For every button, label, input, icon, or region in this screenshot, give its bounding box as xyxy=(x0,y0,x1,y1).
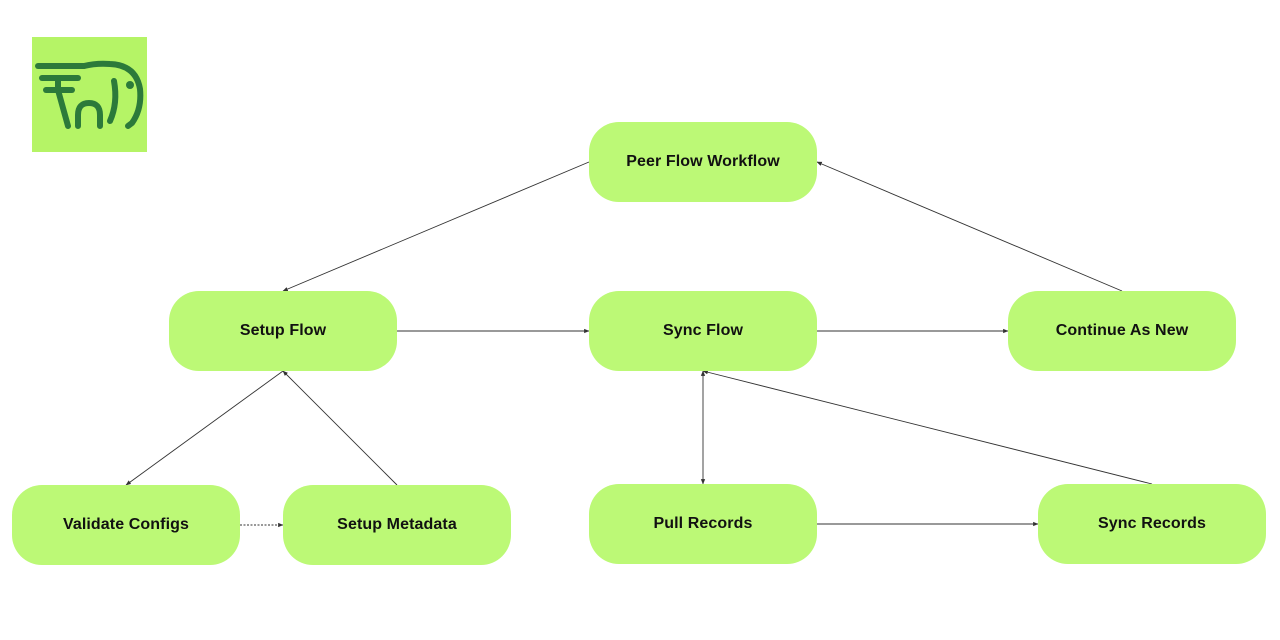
edge-metadata-to-setup xyxy=(282,370,398,486)
node-label: Sync Records xyxy=(1098,515,1206,532)
node-label: Setup Flow xyxy=(239,322,327,339)
node-peer-flow-workflow[interactable]: Peer Flow Workflow xyxy=(589,122,817,202)
node-label: Pull Records xyxy=(653,515,753,532)
node-setup-flow[interactable]: Setup Flow xyxy=(169,291,397,371)
node-sync-records[interactable]: Sync Records xyxy=(1038,484,1266,564)
node-label: Peer Flow Workflow xyxy=(626,153,780,170)
elephant-logo-icon xyxy=(32,37,147,152)
node-sync-flow[interactable]: Sync Flow xyxy=(589,291,817,371)
edge-syncrecords-to-sync xyxy=(702,370,1153,485)
node-pull-records[interactable]: Pull Records xyxy=(589,484,817,564)
node-label: Validate Configs xyxy=(62,516,190,533)
node-label: Continue As New xyxy=(1055,322,1189,339)
edge-continue-to-peer xyxy=(816,161,1123,292)
edge-peer-to-setup xyxy=(282,161,590,292)
node-label: Setup Metadata xyxy=(337,516,457,533)
edge-setup-to-validate xyxy=(125,370,284,486)
node-validate-configs[interactable]: Validate Configs xyxy=(12,485,240,565)
node-label: Sync Flow xyxy=(662,322,744,339)
node-setup-metadata[interactable]: Setup Metadata xyxy=(283,485,511,565)
node-continue-as-new[interactable]: Continue As New xyxy=(1008,291,1236,371)
